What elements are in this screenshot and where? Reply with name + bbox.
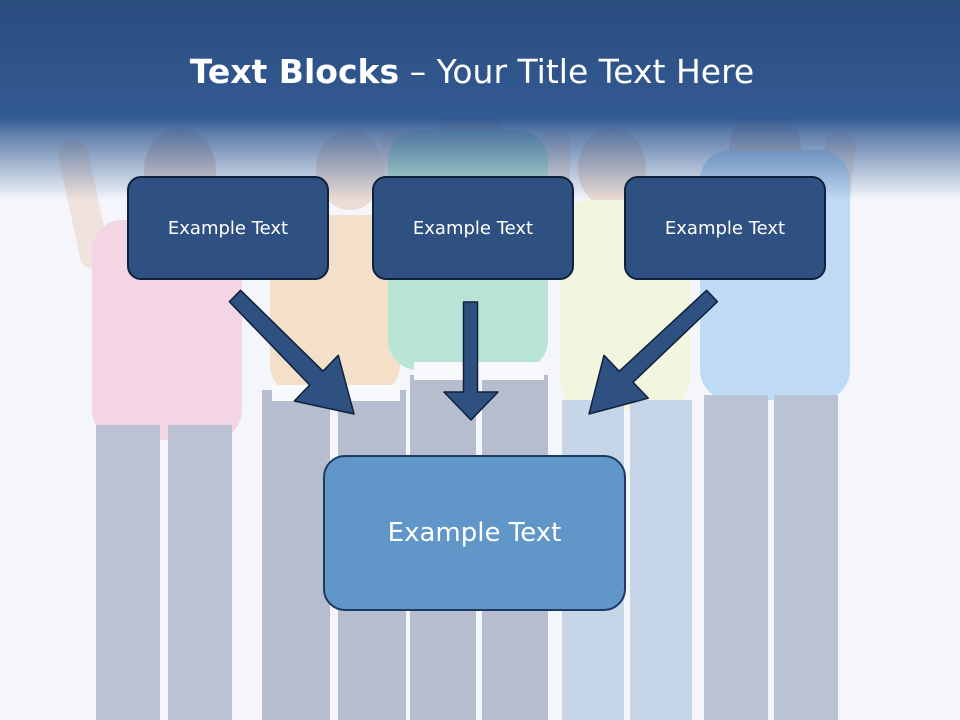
title-bold: Text Blocks xyxy=(189,52,400,91)
text-block-3[interactable]: Example Text xyxy=(624,176,826,280)
header-band xyxy=(0,0,960,200)
title-dash: – xyxy=(409,52,427,91)
text-block-2[interactable]: Example Text xyxy=(372,176,574,280)
slide-title: Text Blocks – Your Title Text Here xyxy=(0,52,944,91)
text-block-2-label: Example Text xyxy=(412,217,534,239)
text-block-3-label: Example Text xyxy=(664,217,786,239)
target-block[interactable]: Example Text xyxy=(323,455,626,611)
target-block-label: Example Text xyxy=(387,518,562,548)
title-rest: Your Title Text Here xyxy=(436,52,755,91)
text-block-1[interactable]: Example Text xyxy=(127,176,329,280)
arrow-center xyxy=(443,301,499,421)
arrow-right xyxy=(588,289,719,415)
text-block-1-label: Example Text xyxy=(167,217,289,239)
arrow-left xyxy=(228,289,355,415)
